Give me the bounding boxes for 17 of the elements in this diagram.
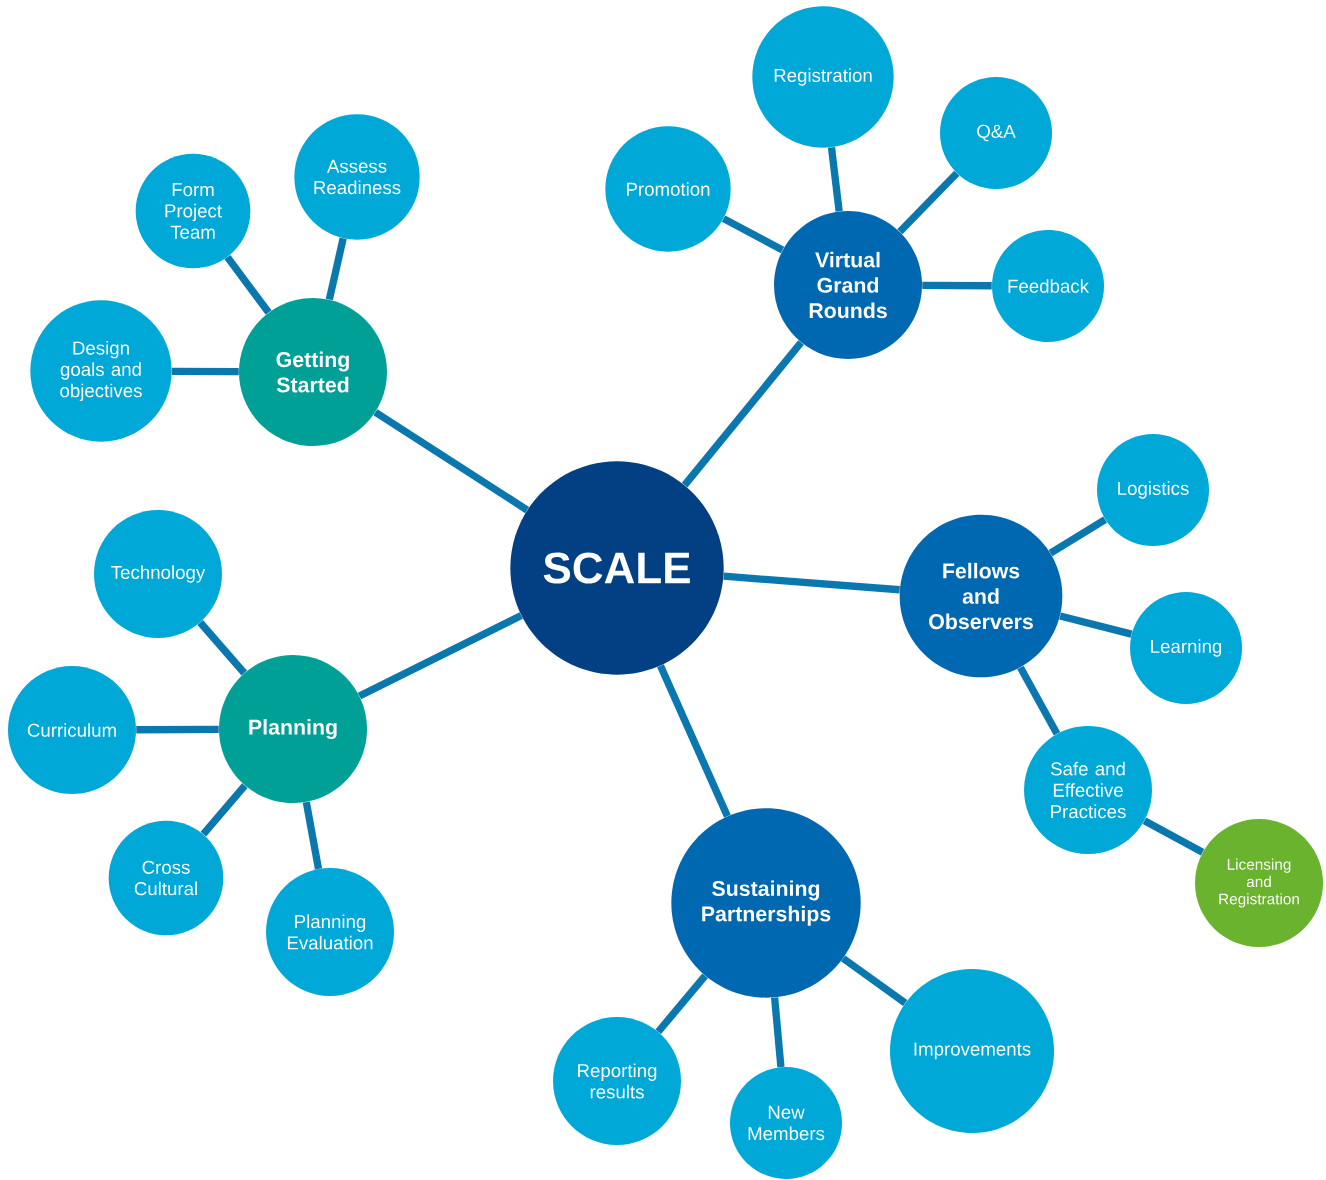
connector-line <box>657 664 731 818</box>
connector-line <box>357 612 523 700</box>
connector-line <box>840 955 908 1006</box>
connector-line <box>224 255 272 315</box>
connector-line <box>1017 665 1061 736</box>
connector-line <box>897 170 960 235</box>
connector-line <box>1059 612 1133 638</box>
connector-line <box>197 620 247 676</box>
connector-line <box>302 801 323 870</box>
connector-line <box>373 409 530 514</box>
connector-line <box>681 340 804 488</box>
connector-line <box>325 237 347 301</box>
connector-line <box>1048 516 1108 557</box>
connector-line <box>1142 817 1205 856</box>
connector-line <box>655 973 708 1035</box>
connector-line <box>721 215 785 254</box>
connector-line <box>200 783 248 837</box>
